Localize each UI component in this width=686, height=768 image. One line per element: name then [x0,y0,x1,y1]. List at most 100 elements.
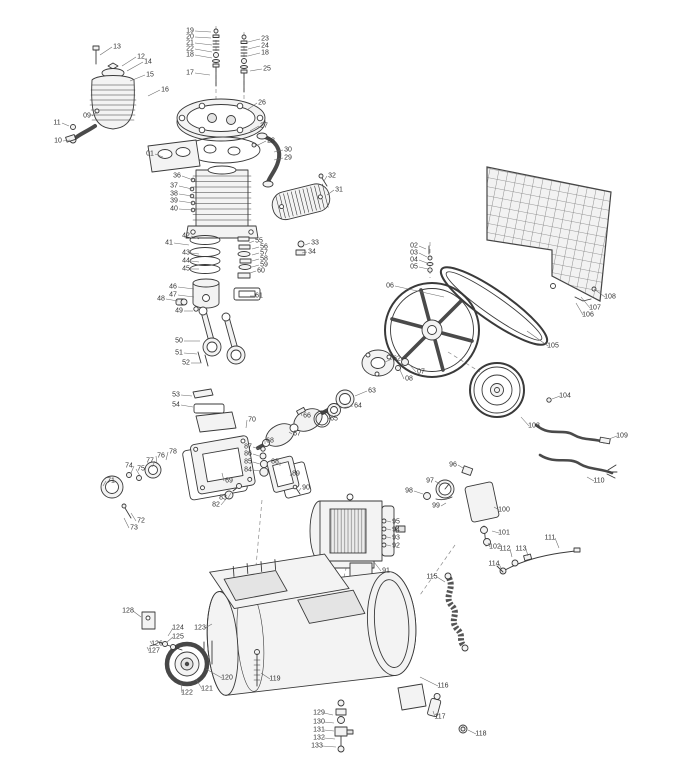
callout-leader [178,185,193,190]
callout-leader [180,394,193,397]
part-callout: 64 [354,403,362,410]
discharge-pipe [496,547,581,575]
callout-leader [178,193,193,197]
part-callout: 98 [405,488,413,495]
callout-leader [340,405,354,409]
part-callout: 37 [170,183,178,190]
valve-spring [212,40,220,51]
part-callout: 15 [146,72,154,79]
callout-leader [204,623,213,629]
filter-body [91,75,135,130]
part-callout: 62 [393,356,401,363]
callout-leader [251,252,260,256]
cable-leads [606,464,618,479]
callout-leader [252,446,260,450]
part-callout: 36 [173,173,181,180]
part-callout: 73 [130,525,138,532]
callout-leader [220,498,227,506]
callout-leader [195,678,203,690]
part-callout: 17 [186,70,194,77]
callout-leader [194,54,213,59]
callout-leader [248,240,255,244]
part-callout: 68 [266,438,274,445]
part-callout: 104 [559,393,571,400]
part-callout: 103 [528,423,540,430]
crankcase-cover [190,435,256,495]
crank-nut [401,358,409,366]
part-callout: 49 [175,308,183,315]
callout-leader [509,548,513,558]
electric-motor [309,493,406,578]
callout-leader [434,480,442,486]
callout-leader [251,264,260,268]
motor-mount-plate [297,589,366,624]
oil-dipper [192,388,237,433]
side-cover-bolt [292,484,301,495]
part-callout: 05 [410,264,418,271]
callout-leader [432,710,436,718]
part-callout: 105 [547,343,559,350]
part-callout: 92 [392,543,400,550]
callout-leader [301,251,308,254]
callout-leader [246,102,258,111]
part-callout: 110 [593,478,604,485]
callout-leader [273,149,284,153]
callout-leader [273,157,284,161]
part-callout: 120 [221,675,233,682]
part-callout: 22 [186,46,194,53]
callout-leader [575,302,584,316]
callout-leader [251,246,260,250]
callout-leader [247,52,261,57]
part-callout: 25 [263,66,271,73]
part-callout: 61 [255,293,263,300]
callout-leader [608,435,618,440]
callout-leader [167,627,174,637]
rubber-foot [397,683,427,711]
callout-leader [166,636,174,643]
part-callout: 117 [434,714,445,721]
callout-leader [386,544,392,547]
belt-guard [486,166,612,302]
wheel-assembly [149,640,213,687]
callout-leader [526,330,549,347]
callout-leader [123,517,130,529]
part-callout: 47 [169,292,177,299]
part-callout: 95 [392,519,400,526]
part-callout: 19 [186,28,194,35]
callout-leader [194,48,213,53]
part-callout: 41 [165,240,173,247]
flywheel [384,282,480,378]
cable-plug [599,436,611,445]
callout-leader [154,153,164,158]
callout-leader [165,451,169,461]
callout-leader [181,175,194,181]
callout-leader [121,56,137,67]
part-callout: 39 [170,198,178,205]
wrist-pin [175,298,199,312]
part-callout: 20 [186,34,194,41]
part-callout: 90 [302,485,310,492]
part-callout: 23 [261,36,269,43]
main-bearings [313,389,355,428]
part-callout: 27 [260,123,268,130]
callout-leader [165,298,179,302]
part-callout: 16 [161,87,169,94]
axle [157,641,183,651]
guard-bolt [550,283,556,289]
part-callout: 66 [303,413,311,420]
callout-leader [554,537,560,549]
callout-leader [252,453,260,457]
callout-leader [194,72,211,76]
part-callout: 14 [144,59,152,66]
part-callout: 07 [417,369,425,376]
part-callout: 53 [172,392,180,399]
callout-layer: 1312141516091110192021221817232418252627… [53,28,628,750]
callout-leader [323,729,335,732]
part-callout: 112 [499,546,510,553]
callout-leader [493,506,500,511]
callout-leader [255,140,267,147]
callout-leader [323,175,328,182]
callout-leader [386,536,392,539]
part-callout: 32 [328,173,336,180]
